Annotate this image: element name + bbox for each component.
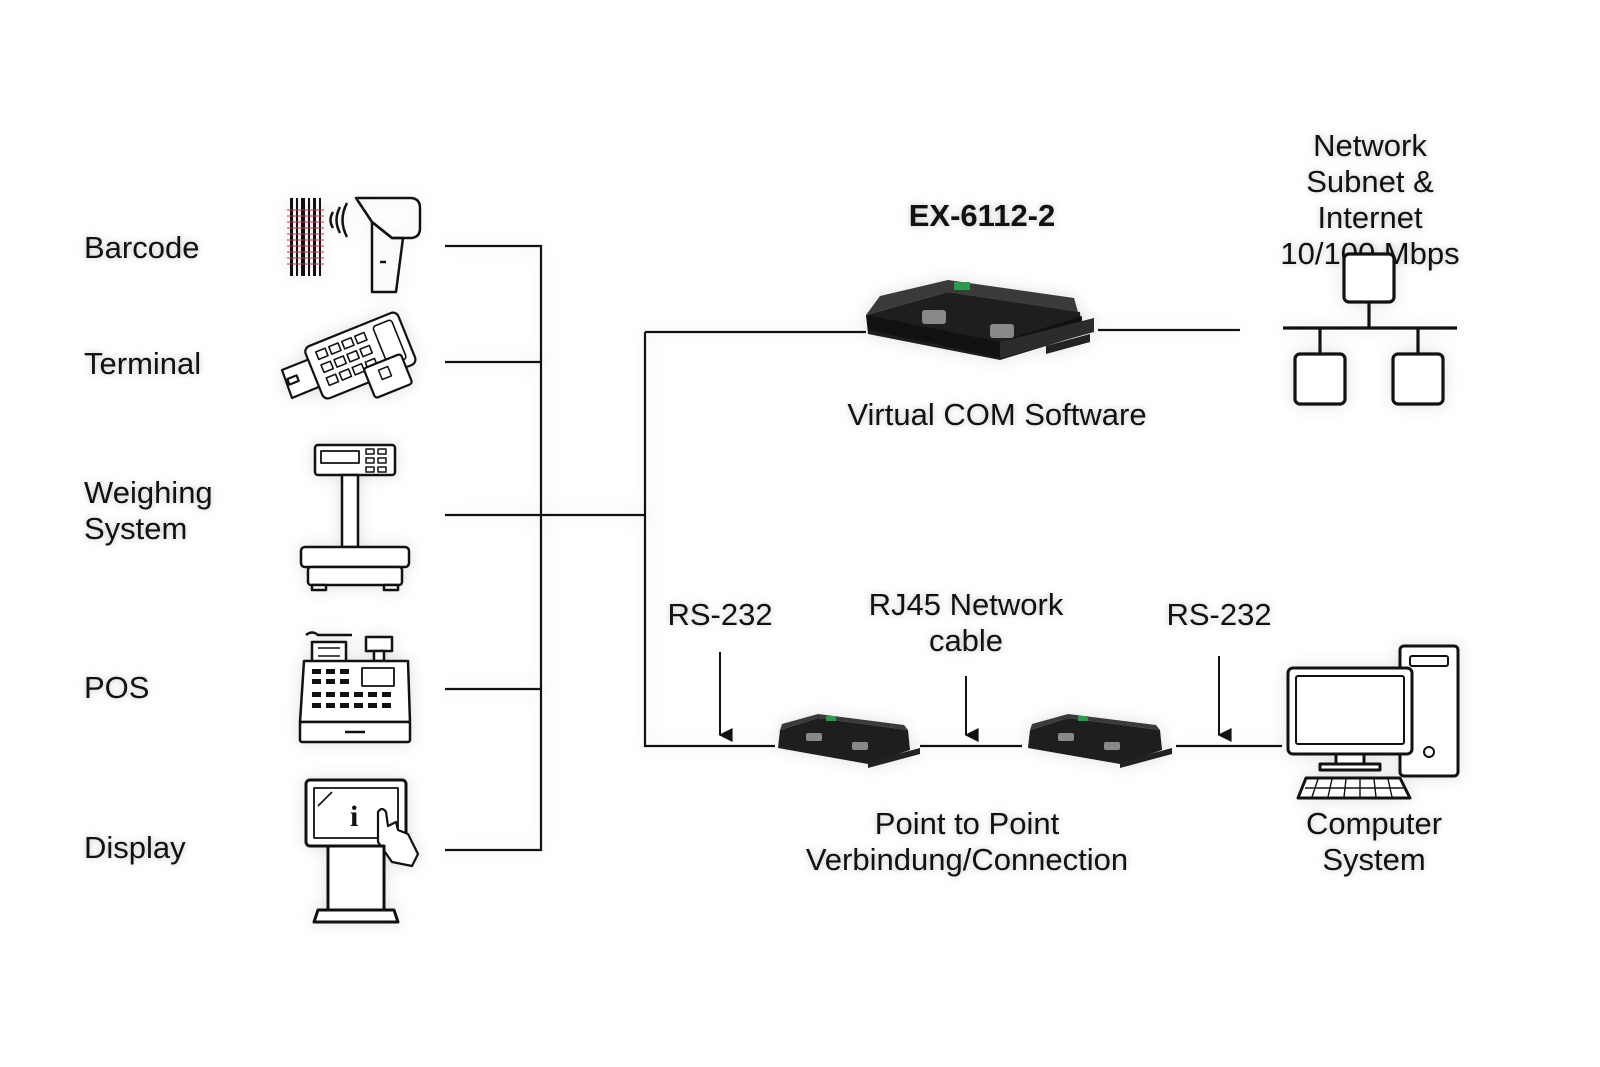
ex-6112-2-device <box>866 280 1094 360</box>
weighing-scale-icon <box>299 443 411 592</box>
label-rj45-cable: RJ45 Network cable <box>868 587 1064 658</box>
label-virtual-com-software: Virtual COM Software <box>847 397 1147 432</box>
network-topology-icon <box>1283 252 1457 406</box>
label-network: Network Subnet & Internet 10/100 Mbps <box>1280 128 1460 271</box>
payment-terminal-icon <box>280 311 417 400</box>
serial-port-1 <box>922 310 946 324</box>
terminal-block <box>954 282 970 290</box>
bus-vertical-left <box>445 244 543 852</box>
label-terminal: Terminal <box>84 346 202 381</box>
serial-port-2 <box>990 324 1014 338</box>
kiosk-info-glyph: i <box>350 800 358 833</box>
label-rs232-left: RS-232 <box>667 597 773 632</box>
cash-register-icon <box>298 631 412 744</box>
info-kiosk-icon: i <box>304 778 420 924</box>
label-pos: POS <box>84 670 150 705</box>
bus-trunk <box>643 332 775 748</box>
label-barcode: Barcode <box>84 230 200 265</box>
product-name: EX-6112-2 <box>908 198 1056 233</box>
label-computer-system: Computer System <box>1305 806 1443 877</box>
p2p-device-right <box>1028 714 1172 768</box>
label-weighing-system: Weighing System <box>84 475 213 546</box>
computer-icon <box>1286 644 1460 800</box>
arrows <box>718 652 1232 742</box>
barcode-scanner-icon <box>287 196 422 294</box>
label-display: Display <box>84 830 186 865</box>
connection-lines <box>445 244 1282 852</box>
label-point-to-point: Point to Point Verbindung/Connection <box>805 806 1129 877</box>
p2p-device-left <box>778 714 920 768</box>
label-rs232-right: RS-232 <box>1166 597 1272 632</box>
